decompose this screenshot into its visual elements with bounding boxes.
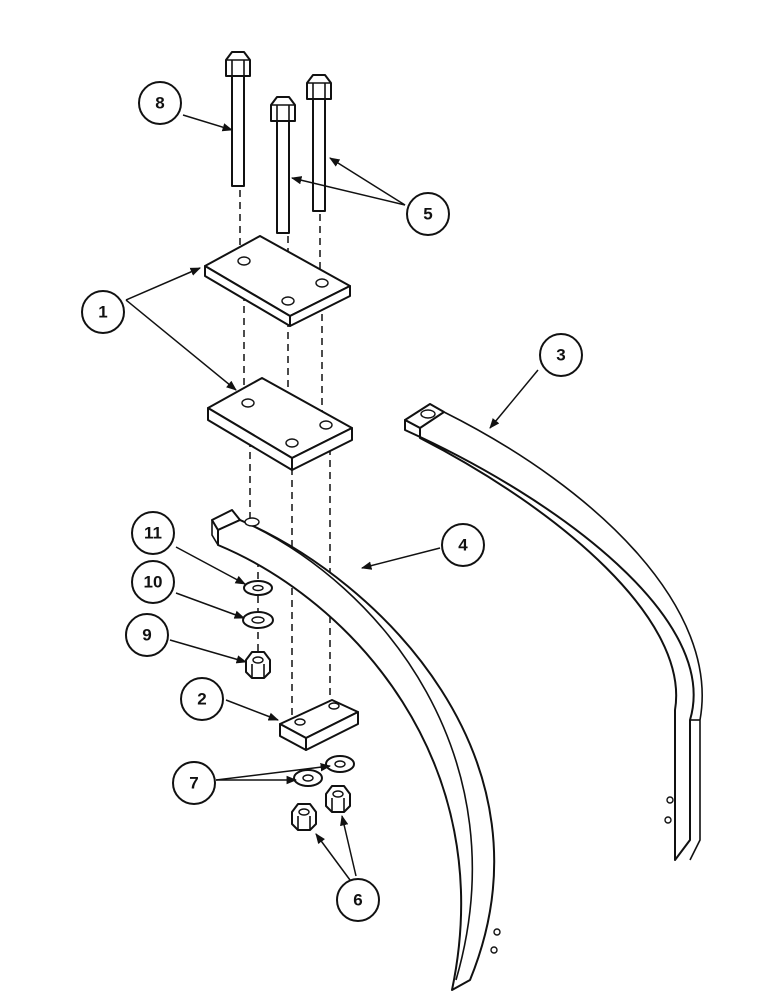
shank-straight	[404, 403, 703, 861]
hex-nut-9	[245, 651, 271, 679]
svg-text:6: 6	[353, 891, 362, 910]
svg-text:1: 1	[98, 303, 107, 322]
callout-10[interactable]: 10	[131, 560, 175, 604]
callout-1[interactable]: 1	[81, 290, 125, 334]
callout-6[interactable]: 6	[336, 878, 380, 922]
svg-text:3: 3	[556, 346, 565, 365]
clamp-plate-lower	[207, 377, 353, 471]
callout-8[interactable]: 8	[138, 81, 182, 125]
bolt-5b	[306, 74, 332, 212]
lock-washer-11	[243, 580, 273, 596]
callout-3[interactable]: 3	[539, 333, 583, 377]
callout-9[interactable]: 9	[125, 613, 169, 657]
bolt-5a	[270, 96, 296, 234]
hex-nut-6a	[291, 803, 317, 831]
callout-5[interactable]: 5	[406, 192, 450, 236]
svg-text:5: 5	[423, 205, 432, 224]
svg-text:11: 11	[144, 524, 162, 543]
flat-washer-7a	[293, 769, 323, 787]
callout-4[interactable]: 4	[441, 523, 485, 567]
callout-2[interactable]: 2	[180, 677, 224, 721]
leader-lines	[125, 114, 539, 881]
svg-text:7: 7	[189, 774, 198, 793]
callout-11[interactable]: 11	[131, 511, 175, 555]
svg-text:9: 9	[142, 626, 151, 645]
callout-7[interactable]: 7	[172, 761, 216, 805]
flat-washer-7b	[325, 755, 355, 773]
flat-washer-10	[242, 611, 274, 629]
svg-text:2: 2	[197, 690, 206, 709]
svg-text:8: 8	[155, 94, 164, 113]
svg-text:4: 4	[458, 536, 468, 555]
lower-clamp-plate	[279, 699, 359, 751]
svg-text:10: 10	[144, 573, 163, 592]
bolt-8	[225, 51, 251, 187]
shank-curved	[211, 509, 501, 991]
clamp-plate-upper	[204, 235, 351, 327]
hex-nut-6b	[325, 785, 351, 813]
